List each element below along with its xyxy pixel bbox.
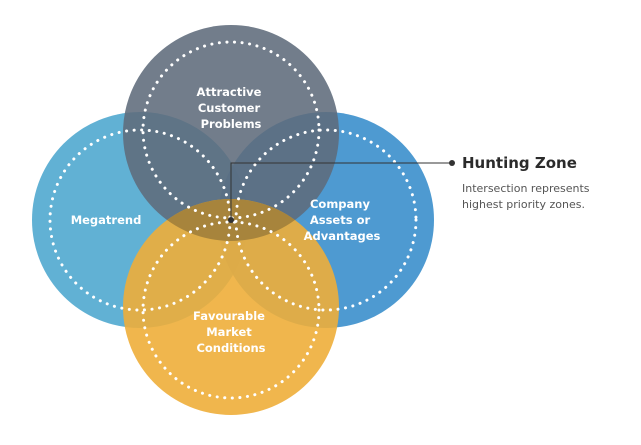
callout-end-dot — [449, 160, 455, 166]
callout-leader — [228, 160, 455, 223]
right-zone-label: Company Assets or Advantages — [304, 197, 381, 243]
bottom-dotted-ring — [141, 220, 321, 400]
top-zone-label: Attractive Customer Problems — [197, 85, 266, 131]
callout-description: Intersection represents highest priority… — [462, 182, 593, 211]
customer-problems-circle — [123, 25, 339, 241]
callout-title: Hunting Zone — [462, 154, 577, 172]
left-zone-label: Megatrend — [71, 213, 142, 227]
market-conditions-circle — [123, 199, 339, 415]
right-dotted-ring — [234, 128, 418, 312]
callout-anchor-dot — [228, 217, 234, 223]
bottom-zone-label: Favourable Market Conditions — [193, 309, 269, 355]
